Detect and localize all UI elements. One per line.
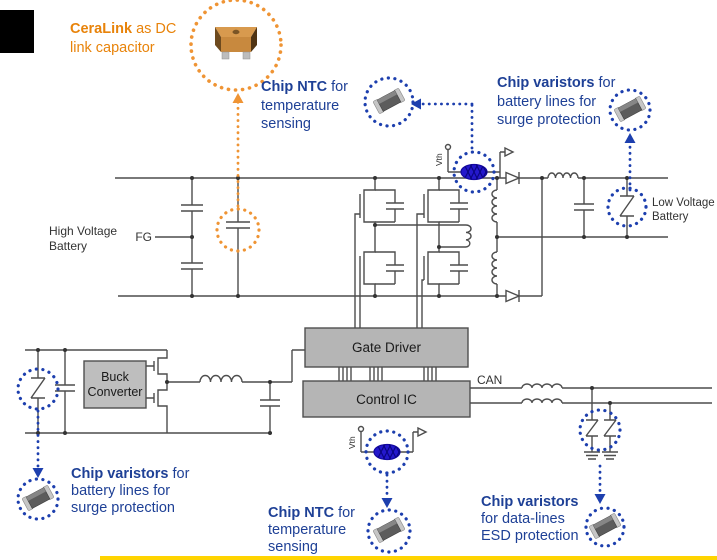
ground-symbol (584, 451, 600, 460)
chip-varistor-right-icon (588, 512, 622, 540)
buck-converter-label: Buck Converter (87, 369, 143, 399)
annotation-chip-ntc-top: Chip NTC for temperature sensing (261, 79, 348, 132)
fg-label: FG (135, 230, 152, 244)
can-interface (470, 383, 712, 404)
transformer-secondary-top (491, 189, 498, 223)
blue-callout-circles (16, 76, 652, 554)
can-varistors-highlight-circle (578, 408, 622, 452)
annotation-chip-varistors-top: Chip varistors for battery lines for sur… (497, 75, 616, 128)
vth-label-top: Vth (434, 153, 444, 166)
ground-symbol (602, 451, 618, 460)
mosfet-bridge-right-leg (416, 178, 468, 330)
ceralink-callout (189, 0, 283, 253)
chip-ntc-bottom-circle (366, 508, 412, 554)
buck-inductor (199, 374, 243, 383)
driver-control-bus (338, 367, 437, 381)
lv-battery-varistor (619, 178, 635, 237)
annotation-chip-varistors-left: Chip varistors for battery lines for sur… (71, 466, 190, 516)
ceralink-component-circle (189, 0, 283, 92)
buck-input-varistor (30, 350, 46, 433)
annotation-chip-ntc-bottom: Chip NTC for temperature sensing (268, 505, 355, 555)
vth-label-bottom: Vth (347, 436, 357, 449)
blue-dotted-arrows (36, 102, 632, 504)
diode-bottom (505, 289, 521, 303)
control-ic-box (302, 380, 471, 418)
gate-driver-box (304, 327, 469, 368)
ntc-bottom-highlight-circle (364, 429, 410, 475)
ceralink-capacitor-icon (214, 26, 258, 60)
ntc-top-highlight-circle (452, 150, 496, 194)
chip-varistor-top-circle (608, 88, 652, 132)
chip-varistor-left-icon (21, 484, 55, 512)
annotation-chip-varistors-right: Chip varistors for data-lines ESD protec… (481, 494, 579, 544)
dc-link-cap-highlight-circle (215, 207, 261, 253)
annotation-ceralink: CeraLink as DC link capacitor (70, 21, 177, 56)
can-label: CAN (477, 373, 503, 387)
transformer-secondary-bottom (491, 251, 498, 285)
buck-output-capacitor (260, 382, 280, 433)
can-choke-top (521, 383, 563, 389)
chip-ntc-top-circle (363, 76, 415, 128)
control-ic-label: Control IC (356, 391, 417, 407)
output-inductor (547, 172, 579, 179)
buck-converter-section (25, 349, 305, 434)
rectifier-diodes (505, 171, 521, 303)
buck-varistor-highlight-circle (16, 367, 60, 411)
diode-top (505, 171, 521, 185)
chip-ntc-top-icon (372, 87, 406, 115)
can-esd-varistors (584, 388, 618, 460)
lv-output-filter (574, 178, 594, 237)
mosfet-bridge-left-leg (354, 178, 404, 330)
bottom-accent-bar (100, 556, 717, 560)
chip-varistor-right-circle (584, 506, 626, 548)
gate-driver-label: Gate Driver (351, 340, 422, 355)
hv-battery-label: High Voltage Battery (49, 224, 118, 253)
blue-arrowheads (32, 98, 636, 508)
lv-battery-label: Low Voltage Battery (652, 197, 715, 223)
corner-black-block (0, 10, 34, 53)
chip-ntc-bottom-icon (372, 516, 406, 544)
lv-varistor-highlight-circle (606, 186, 648, 228)
ntc-thermistor-bottom (374, 444, 401, 460)
dc-link-capacitor (226, 178, 250, 296)
hv-battery-capacitors (155, 178, 203, 296)
buck-input-capacitor (55, 350, 75, 433)
buck-converter-box (83, 360, 147, 409)
chip-varistor-left-circle (16, 477, 60, 521)
chip-varistor-top-icon (613, 95, 647, 123)
ceralink-arrowhead (232, 93, 244, 103)
transformer-primary-winding (465, 224, 472, 248)
can-choke-bottom (521, 398, 563, 404)
junction-dots (36, 176, 629, 435)
